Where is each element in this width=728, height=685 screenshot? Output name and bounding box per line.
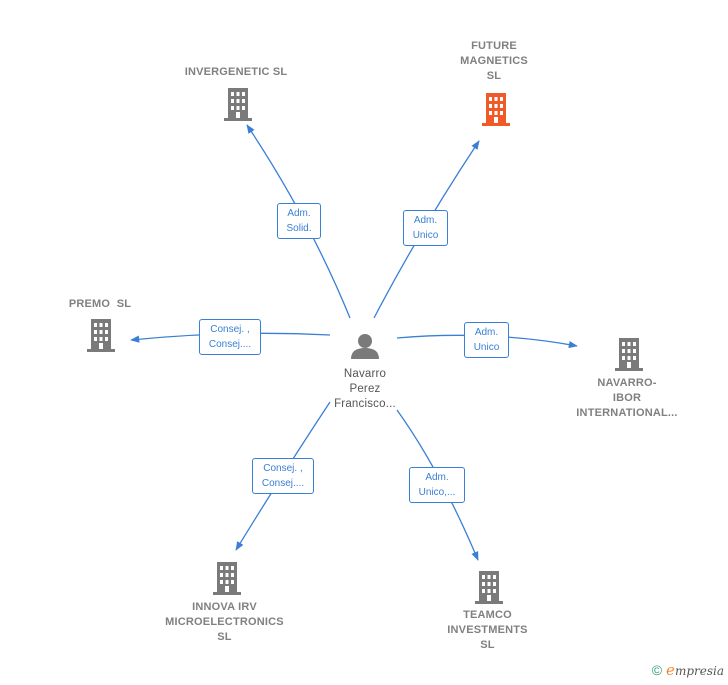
relation-line: Solid. bbox=[286, 223, 312, 234]
company-name-line: INTERNATIONAL... bbox=[576, 407, 678, 419]
company-label-teamco[interactable]: TEAMCO INVESTMENTS SL bbox=[430, 608, 545, 653]
brand-initial: e bbox=[666, 661, 675, 679]
relation-line: Consej.... bbox=[208, 339, 252, 350]
company-name-line: FUTURE bbox=[471, 40, 517, 52]
relation-box-innova-irv[interactable]: Consej. , Consej.... bbox=[252, 458, 314, 494]
person-name-label[interactable]: Navarro Perez Francisco... bbox=[315, 367, 415, 412]
company-name-line: IBOR bbox=[612, 392, 642, 404]
relation-box-premo[interactable]: Consej. , Consej.... bbox=[199, 319, 261, 355]
company-name-line: MAGNETICS bbox=[460, 55, 528, 67]
building-icon-premo[interactable] bbox=[85, 317, 117, 358]
empresia-logo[interactable]: ©empresia bbox=[652, 661, 724, 679]
building-icon-innova-irv[interactable] bbox=[211, 560, 243, 601]
building-icon-future-magnetics[interactable] bbox=[480, 91, 512, 132]
relation-box-future-magnetics[interactable]: Adm. Unico bbox=[403, 210, 448, 246]
company-name-line: NAVARRO- bbox=[597, 377, 657, 389]
relation-line: Consej. , bbox=[210, 324, 250, 335]
copyright-symbol: © bbox=[651, 662, 663, 678]
person-name-line: Perez bbox=[349, 383, 381, 395]
company-name-line: SL bbox=[486, 70, 502, 82]
relation-box-teamco[interactable]: Adm. Unico,... bbox=[409, 467, 465, 503]
company-label-future-magnetics[interactable]: FUTURE MAGNETICS SL bbox=[434, 39, 554, 84]
company-name-line: INVESTMENTS bbox=[447, 624, 528, 636]
relation-box-invergenetic[interactable]: Adm. Solid. bbox=[277, 203, 321, 239]
company-name-line: MICROELECTRONICS bbox=[165, 616, 284, 628]
person-name-line: Navarro bbox=[343, 368, 387, 380]
relation-line: Unico bbox=[473, 342, 500, 353]
company-label-premo[interactable]: PREMO SL bbox=[50, 297, 150, 312]
relation-line: Adm. bbox=[474, 327, 499, 338]
relation-line: Adm. bbox=[413, 215, 438, 226]
relation-line: Consej.... bbox=[261, 478, 305, 489]
relation-line: Adm. bbox=[287, 208, 311, 219]
brand-name: mpresia bbox=[674, 664, 724, 678]
person-icon[interactable] bbox=[351, 334, 379, 359]
company-name-line: INNOVA IRV bbox=[192, 601, 257, 613]
person-name-line: Francisco... bbox=[334, 398, 396, 410]
relation-line: Consej. , bbox=[263, 463, 303, 474]
relation-box-navarro-ibor[interactable]: Adm. Unico bbox=[464, 322, 509, 358]
company-label-navarro-ibor[interactable]: NAVARRO- IBOR INTERNATIONAL... bbox=[566, 376, 688, 421]
company-name-line: INVERGENETIC SL bbox=[184, 66, 288, 78]
company-name-line: SL bbox=[217, 631, 232, 643]
building-icon-invergenetic[interactable] bbox=[222, 86, 254, 127]
company-name-line: TEAMCO bbox=[463, 609, 512, 621]
company-name-line: PREMO SL bbox=[68, 298, 132, 310]
relation-line: Adm. bbox=[425, 472, 449, 483]
company-name-line: SL bbox=[480, 639, 495, 651]
building-icon-teamco[interactable] bbox=[473, 569, 505, 610]
relation-line: Unico,... bbox=[418, 487, 456, 498]
company-label-invergenetic[interactable]: INVERGENETIC SL bbox=[166, 65, 306, 80]
building-icon-navarro-ibor[interactable] bbox=[613, 336, 645, 377]
relation-line: Unico bbox=[412, 230, 439, 241]
company-label-innova-irv[interactable]: INNOVA IRV MICROELECTRONICS SL bbox=[152, 600, 297, 645]
